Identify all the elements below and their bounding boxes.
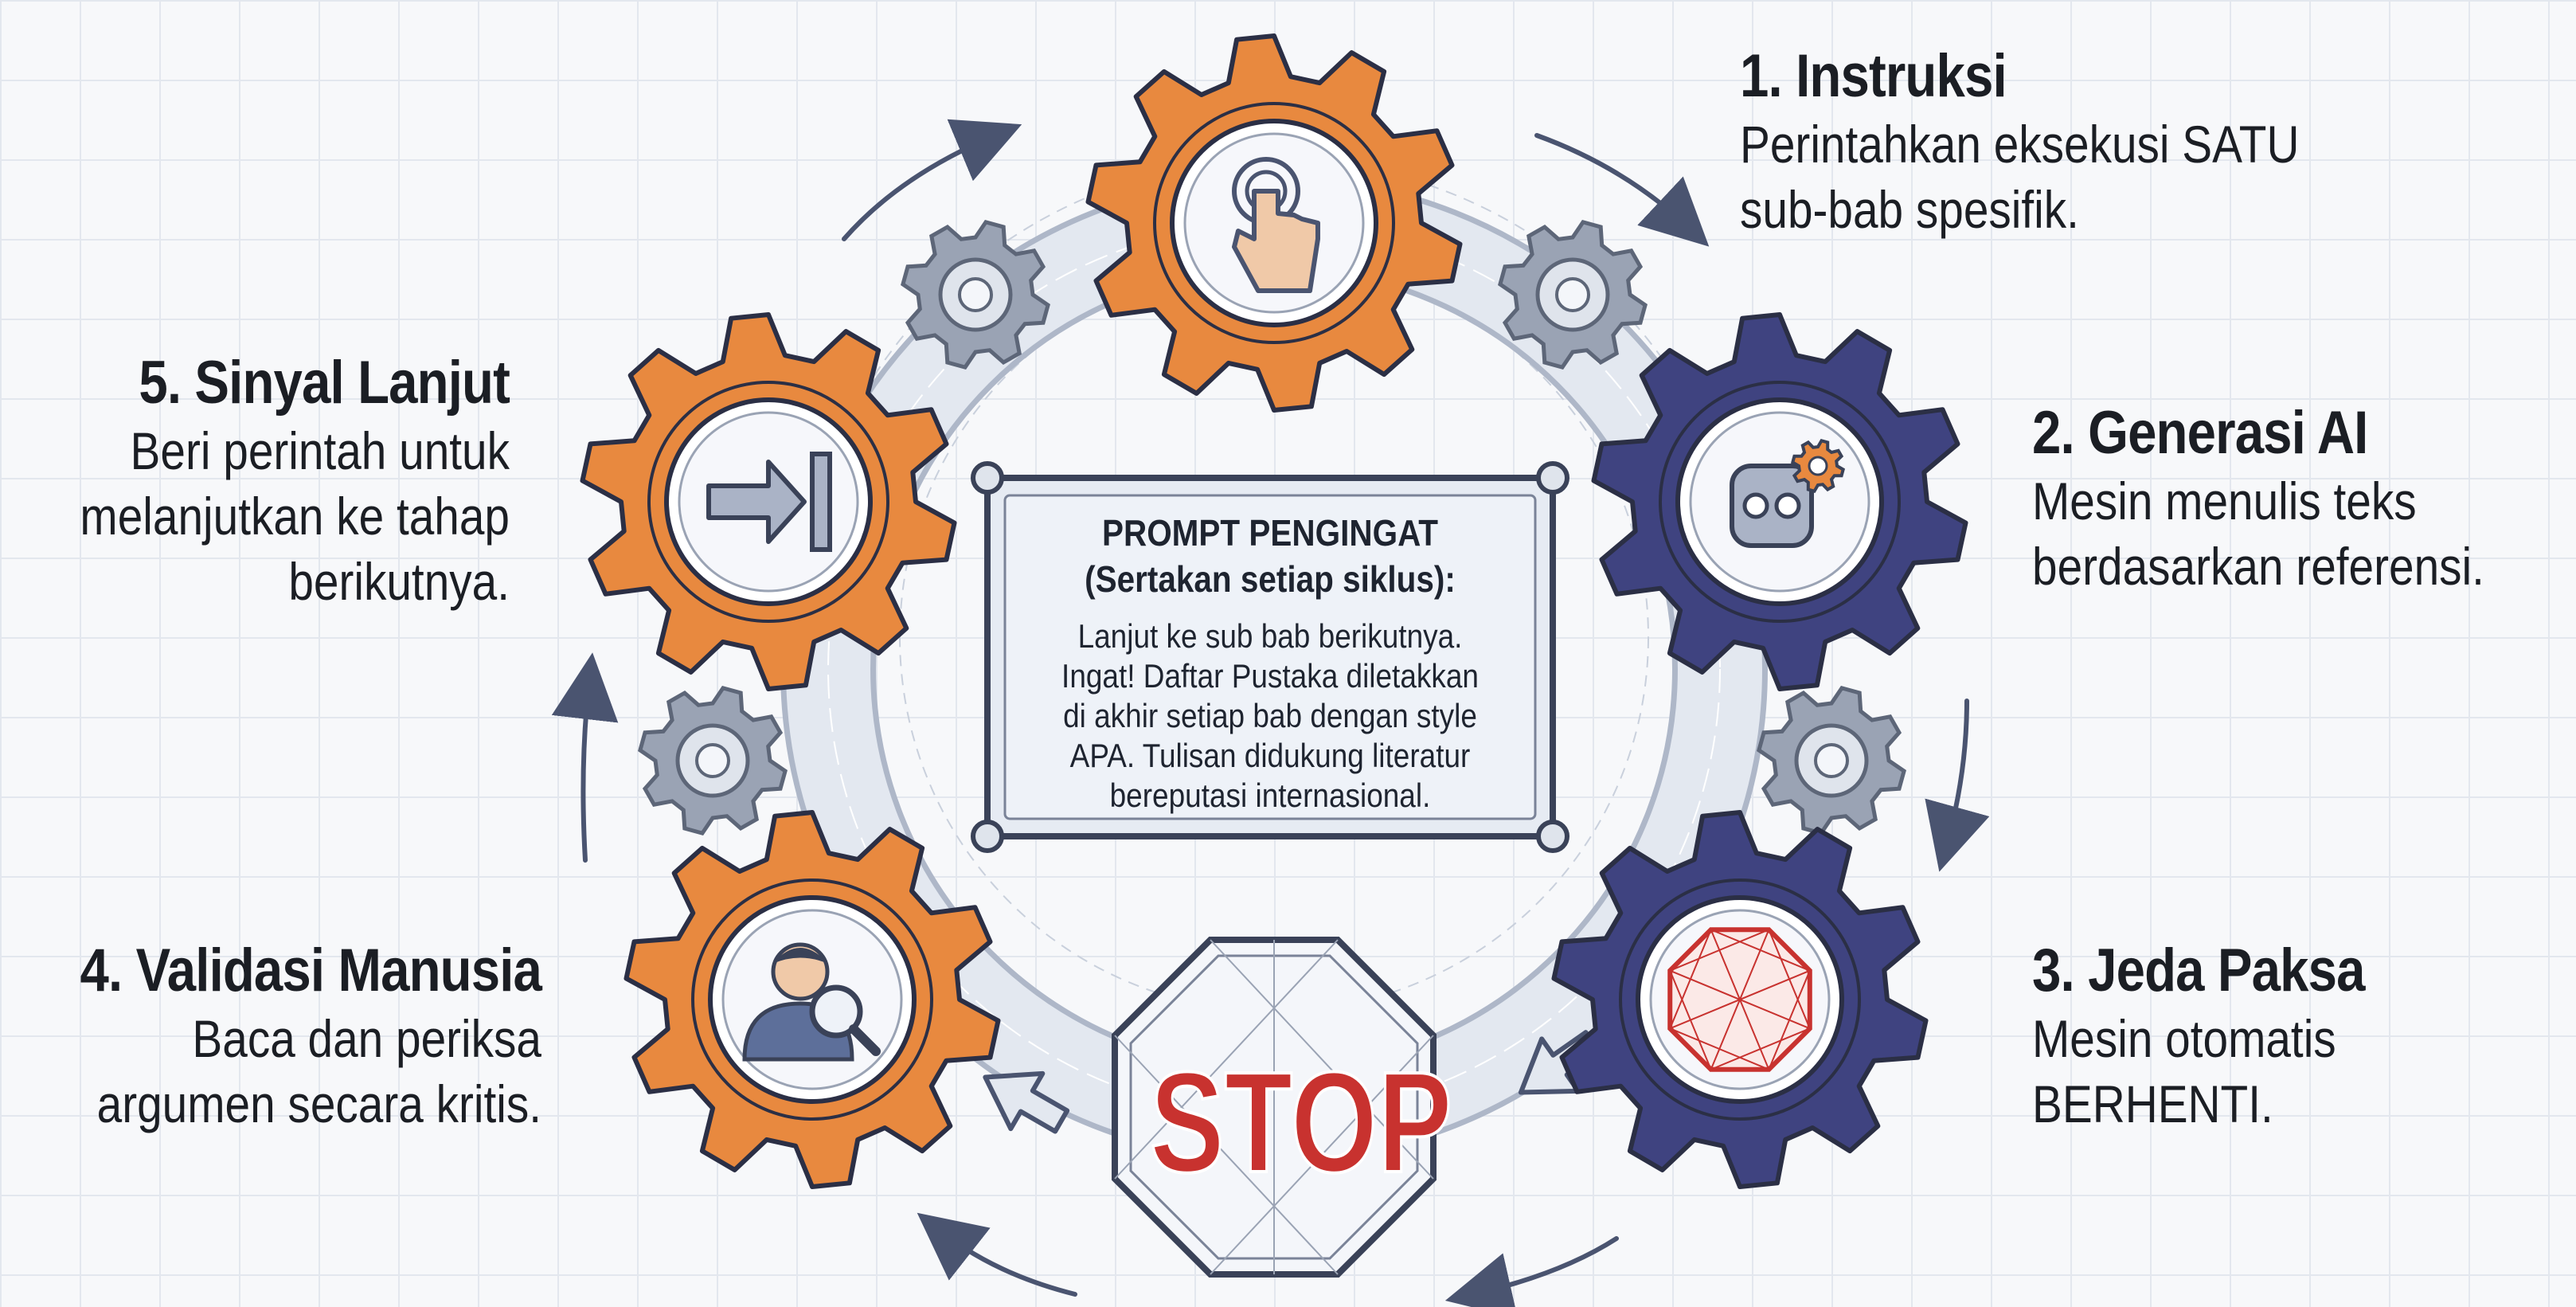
stop-sign bbox=[1112, 937, 1437, 1278]
panel-title-line-2: (Sertakan setiap siklus): bbox=[1085, 558, 1456, 600]
step-4-title: 4. Validasi Manusia bbox=[80, 937, 542, 1004]
step-3-label: 3. Jeda Paksa Mesin otomatis BERHENTI. bbox=[2032, 936, 2576, 1137]
step-3-desc-line-1: Mesin otomatis bbox=[2032, 1009, 2336, 1068]
prompt-reminder-panel: PROMPT PENGINGAT (Sertakan setiap siklus… bbox=[987, 478, 1553, 836]
panel-body-line: bereputasi internasional. bbox=[1109, 777, 1431, 814]
step-3-desc-line-2: BERHENTI. bbox=[2032, 1074, 2273, 1133]
arrow-to-bar-icon bbox=[706, 452, 832, 552]
small-gears bbox=[638, 220, 1906, 835]
small-gear bbox=[1498, 220, 1648, 370]
cycle-arrow bbox=[551, 652, 619, 863]
gear-step-1 bbox=[1085, 33, 1463, 413]
octagon-stop-icon bbox=[1667, 927, 1812, 1072]
person-magnifier-icon bbox=[742, 942, 881, 1062]
step-1-desc-line-2: sub-bab spesifik. bbox=[1740, 180, 2079, 239]
step-2-desc-line-1: Mesin menulis teks bbox=[2032, 472, 2417, 530]
step-1-desc-line-1: Perintahkan eksekusi SATU bbox=[1740, 115, 2300, 174]
panel-body-line: APA. Tulisan didukung literatur bbox=[1069, 737, 1471, 774]
small-gear bbox=[1757, 686, 1906, 835]
panel-body-line: Lanjut ke sub bab berikutnya. bbox=[1077, 617, 1463, 655]
step-5-desc-line-1: Beri perintah untuk bbox=[130, 421, 510, 480]
gear-step-2 bbox=[1591, 312, 1968, 691]
gear-step-5 bbox=[580, 312, 957, 691]
gear-step-4 bbox=[623, 810, 1001, 1189]
flow-arrow-out-of-stop bbox=[983, 1070, 1070, 1134]
gear-step-3 bbox=[1551, 810, 1929, 1189]
step-5-desc-line-3: berikutnya. bbox=[288, 552, 510, 611]
panel-title-line-1: PROMPT PENGINGAT bbox=[1101, 512, 1439, 554]
stop-sign-text: STOP bbox=[1148, 1043, 1453, 1203]
step-5-label: 5. Sinyal Lanjut Beri perintah untuk mel… bbox=[0, 348, 510, 614]
cycle-arrow bbox=[917, 1212, 1077, 1297]
cycle-arrow bbox=[1534, 133, 1710, 247]
cycle-arrow bbox=[842, 119, 1022, 241]
step-2-desc-line-2: berdasarkan referensi. bbox=[2032, 537, 2484, 596]
cycle-arrow bbox=[1444, 1236, 1619, 1307]
robot-gear-icon bbox=[1730, 438, 1846, 548]
cycle-arrows bbox=[551, 119, 1990, 1307]
step-1-label: 1. Instruksi Perintahkan eksekusi SATU s… bbox=[1740, 41, 2361, 242]
step-1-title: 1. Instruksi bbox=[1740, 42, 2007, 110]
step-3-title: 3. Jeda Paksa bbox=[2032, 937, 2365, 1004]
main-gears bbox=[580, 33, 1968, 1189]
panel-body-line: Ingat! Daftar Pustaka diletakkan bbox=[1061, 657, 1479, 695]
pointer-hand-icon bbox=[1232, 157, 1320, 293]
center-panel-frame bbox=[971, 461, 1569, 853]
small-gear bbox=[638, 686, 788, 835]
step-5-desc-line-2: melanjutkan ke tahap bbox=[80, 487, 510, 546]
cycle-arrow bbox=[1925, 699, 1990, 872]
step-4-desc-line-1: Baca dan periksa bbox=[192, 1009, 541, 1068]
small-gear bbox=[901, 220, 1050, 370]
step-2-title: 2. Generasi AI bbox=[2032, 399, 2368, 467]
step-4-label: 4. Validasi Manusia Baca dan periksa arg… bbox=[0, 936, 542, 1137]
panel-body-line: di akhir setiap bab dengan style bbox=[1063, 697, 1477, 734]
step-4-desc-line-2: argumen secara kritis. bbox=[96, 1074, 541, 1133]
step-5-title: 5. Sinyal Lanjut bbox=[139, 349, 510, 417]
step-2-label: 2. Generasi AI Mesin menulis teks berdas… bbox=[2032, 398, 2576, 599]
